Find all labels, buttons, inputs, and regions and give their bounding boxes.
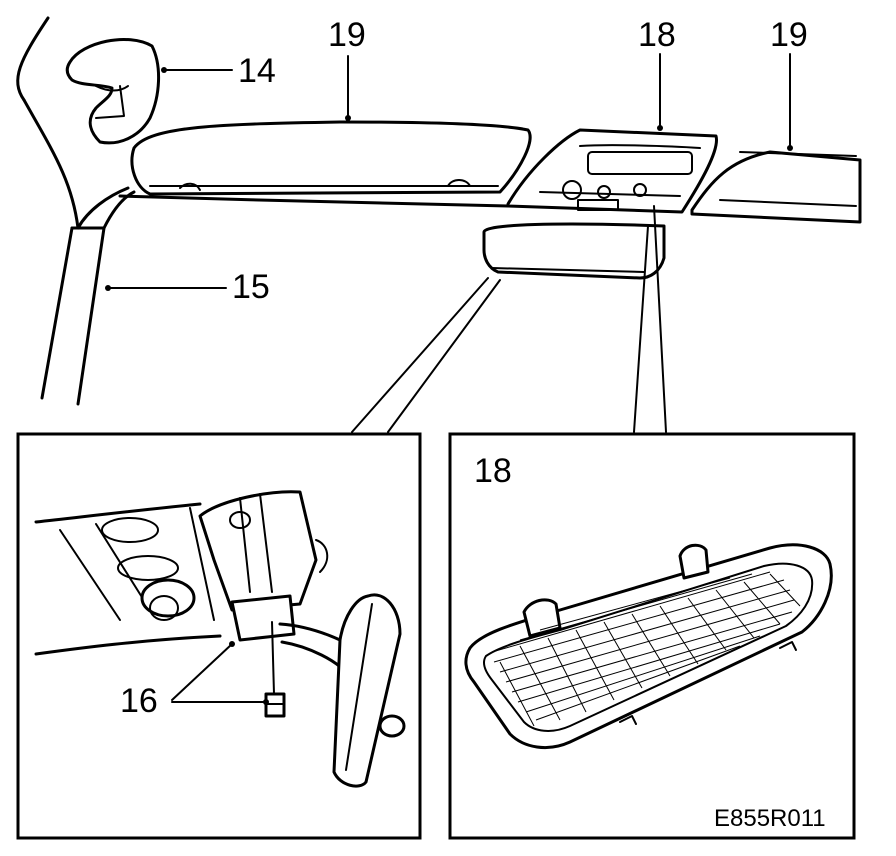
callout-19-right: 19	[770, 16, 808, 54]
callout-18-top: 18	[638, 16, 676, 54]
callout-19-left: 19	[328, 16, 366, 54]
figure-code: E855R011	[714, 805, 826, 832]
lamp-cover-inset	[448, 432, 856, 840]
top-callout-leaders	[105, 53, 793, 291]
lamp-cover-grid	[491, 571, 801, 727]
callout-14: 14	[238, 52, 276, 90]
callout-15: 15	[232, 268, 270, 306]
mirror-inset	[16, 432, 422, 840]
callout-18-inset: 18	[474, 452, 512, 490]
callout-labels: 14 15 16 19 18 19 18 E855R011	[120, 16, 826, 832]
roof-overview	[16, 16, 862, 433]
callout-16: 16	[120, 682, 158, 720]
